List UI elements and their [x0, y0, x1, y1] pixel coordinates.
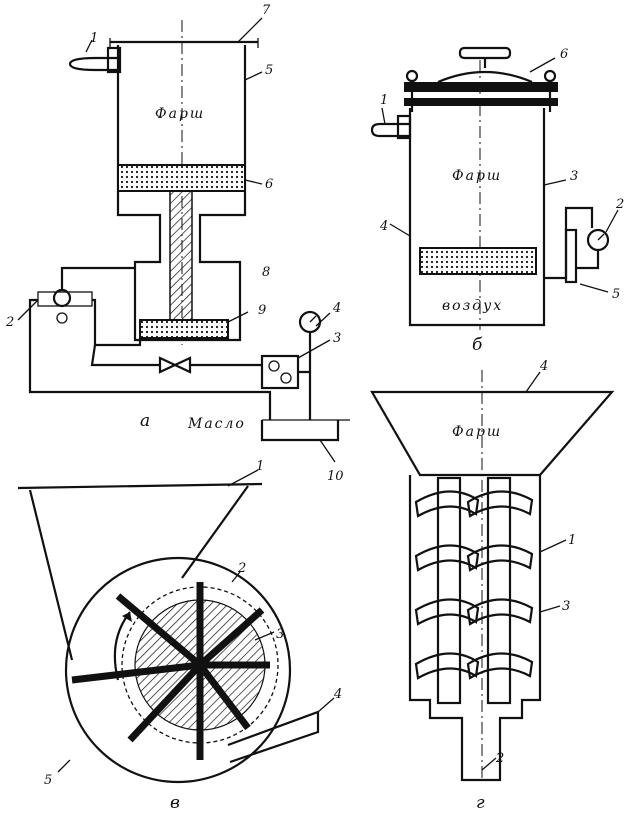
- panel-v-hopper: [17, 482, 263, 661]
- panel-a-oil-tank: [260, 420, 340, 442]
- panel-b-callout-5: 5: [612, 287, 620, 302]
- panel-a-cylinder: [116, 45, 247, 342]
- panel-b-text-vozduh: воздух: [442, 298, 503, 314]
- panel-v: 1 2 3 5 4 в: [17, 459, 342, 813]
- panel-b-callout-6: 6: [560, 47, 568, 62]
- panel-a-callout-3: 3: [333, 331, 341, 346]
- panel-a-text-farsh: Фарш: [155, 106, 205, 122]
- panel-b-callout-3: 3: [570, 169, 578, 184]
- panel-b-lid-knob: [458, 46, 512, 60]
- panel-g-flights: [414, 490, 534, 680]
- panel-b-cylinder: [408, 108, 546, 327]
- panel-v-casing: [64, 556, 292, 784]
- panel-b-lid: [437, 70, 533, 84]
- panel-a-callout-2: 2: [5, 315, 14, 330]
- panel-g: 4 1 3 2 Фарш г: [370, 359, 615, 813]
- panel-a-callout-7: 7: [262, 3, 271, 18]
- panel-g-screw-right: [486, 476, 512, 705]
- panel-v-callout-2: 2: [237, 561, 246, 576]
- panel-g-callout-2: 2: [495, 751, 504, 766]
- panel-b-piston: [419, 247, 537, 275]
- panel-g-sublabel: г: [476, 793, 485, 813]
- panel-b-text-farsh: Фарш: [452, 168, 502, 184]
- panel-b-callout-2: 2: [615, 197, 624, 212]
- panel-a-callout-1: 1: [90, 31, 98, 46]
- panel-v-callout-4: 4: [333, 687, 342, 702]
- panel-a-callout-10: 10: [327, 469, 344, 484]
- panel-b-sublabel: б: [472, 335, 483, 355]
- panel-g-casing: [408, 475, 542, 782]
- panel-v-outlet: [227, 710, 320, 764]
- panel-a-callout-9: 9: [258, 303, 266, 318]
- panel-a-pump: [260, 354, 300, 390]
- panel-a-nozzle: [68, 56, 118, 72]
- panel-a-sublabel: а: [140, 411, 150, 431]
- panel-a-callout-4: 4: [332, 301, 341, 316]
- panel-b-nozzle: [370, 122, 410, 138]
- panel-g-callout-1: 1: [568, 533, 576, 548]
- panel-b: 6 1 3 4 2 5 Фарш воздух б: [370, 46, 624, 355]
- panel-b-callout-4: 4: [379, 219, 388, 234]
- panel-a-callout-8: 8: [262, 265, 270, 280]
- panel-g-callout-3: 3: [562, 599, 570, 614]
- panel-v-callout-5: 5: [44, 773, 52, 788]
- panel-a-callout-5: 5: [265, 63, 273, 78]
- panel-a-meat-piston: [117, 164, 246, 192]
- panel-g-callout-4: 4: [539, 359, 548, 374]
- panel-v-callout-3: 3: [276, 627, 284, 642]
- panel-g-text-farsh: Фарш: [452, 424, 502, 440]
- panel-v-blades: [71, 582, 270, 760]
- panel-a-text-maslo: Масло: [187, 416, 246, 432]
- panel-v-callout-1: 1: [256, 459, 264, 474]
- panel-a-piston-rod: [169, 190, 193, 322]
- panel-a-oil-piston: [139, 319, 229, 339]
- panel-a-valve: [158, 356, 192, 374]
- panel-b-callout-1: 1: [380, 93, 388, 108]
- panel-a: 1 7 5 6 8 2 9 4 3 10 Фарш Масло а: [5, 3, 350, 484]
- panel-a-callout-6: 6: [265, 177, 273, 192]
- panel-g-screw-left: [436, 476, 462, 705]
- panel-v-sublabel: в: [170, 793, 180, 813]
